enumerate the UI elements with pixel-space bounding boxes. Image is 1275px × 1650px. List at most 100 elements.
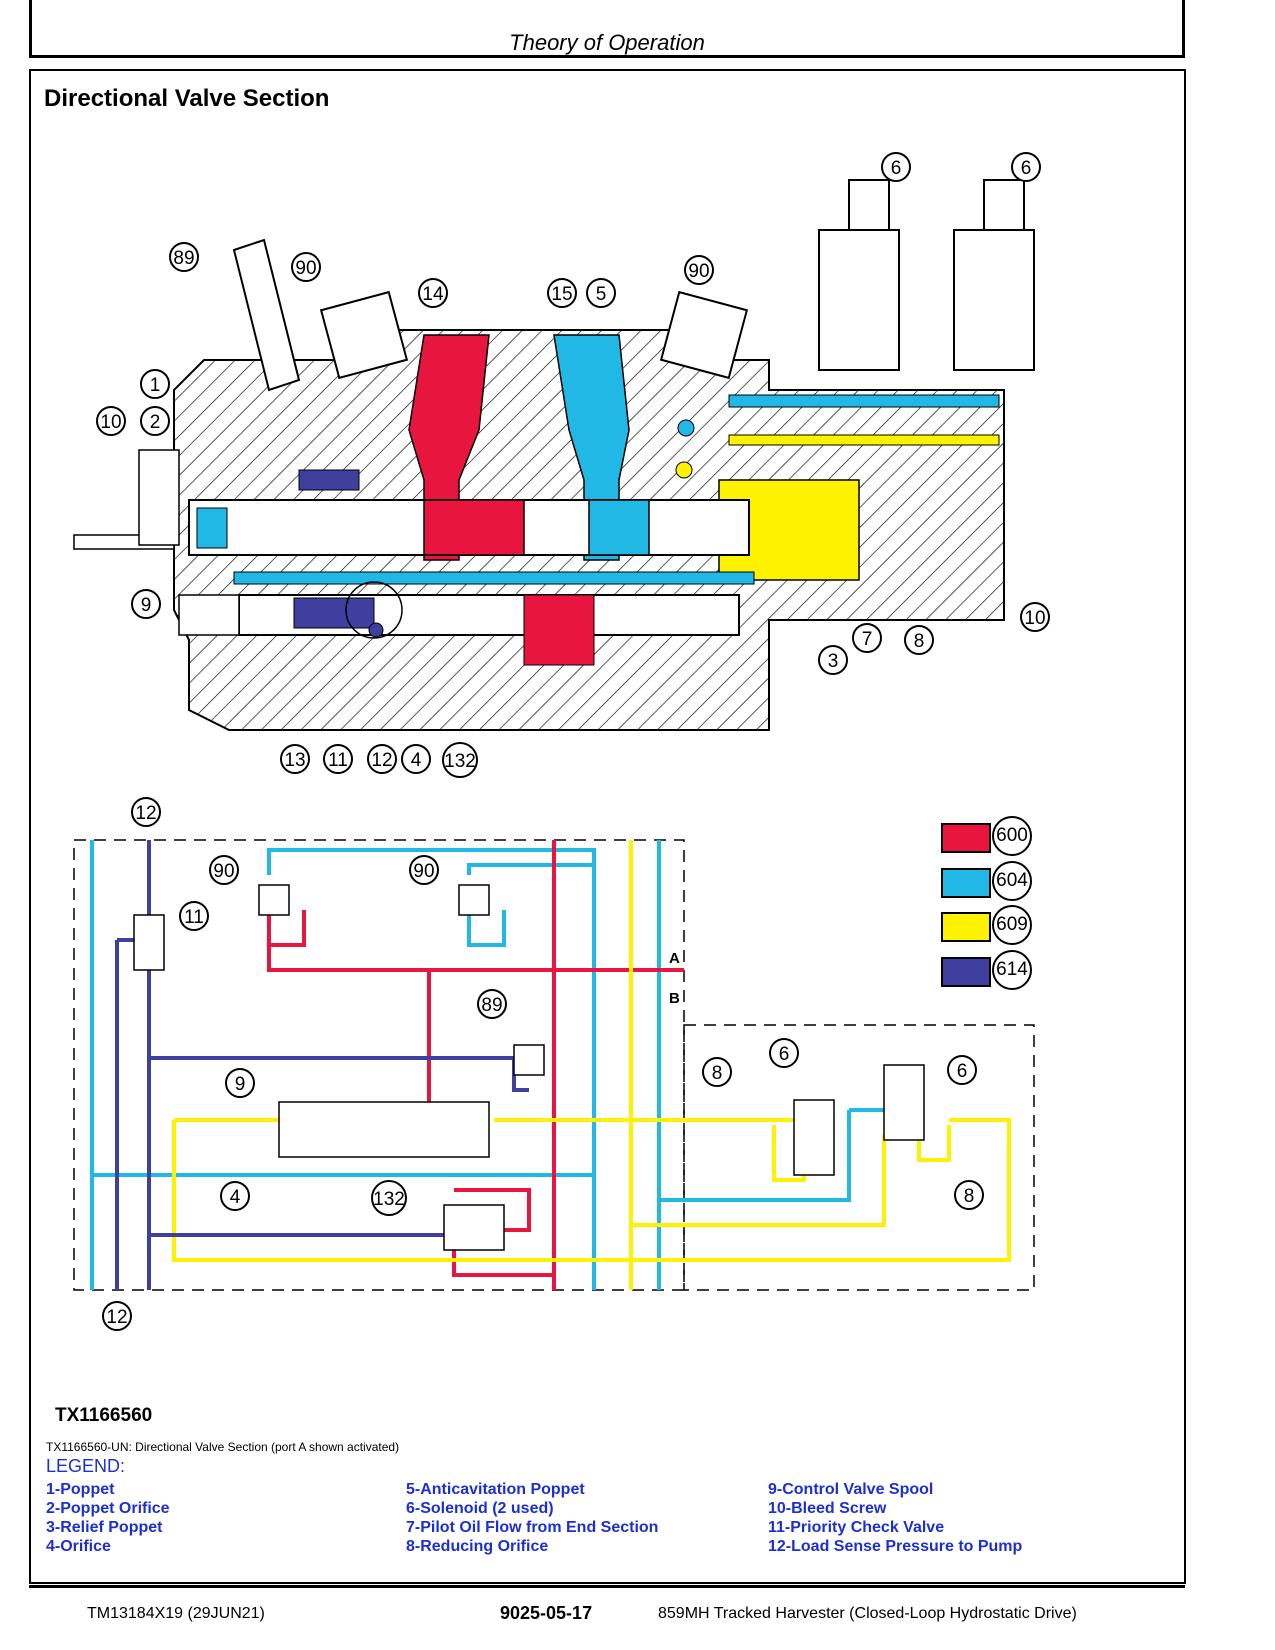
svg-text:6: 6 xyxy=(891,158,902,179)
sch-callout-8-left: 8 xyxy=(702,1057,732,1087)
callout-12: 12 xyxy=(367,744,397,774)
swatch-604 xyxy=(941,868,991,898)
svg-text:6: 6 xyxy=(1021,158,1032,179)
footer-rule xyxy=(29,1585,1185,1588)
svg-text:89: 89 xyxy=(481,995,502,1016)
legend-item: 12-Load Sense Pressure to Pump xyxy=(768,1538,1023,1555)
footer-doc: TM13184X19 (29JUN21) xyxy=(87,1605,265,1622)
legend-item: 3-Relief Poppet xyxy=(46,1519,163,1536)
svg-text:4: 4 xyxy=(230,1187,241,1208)
code-600: 600 xyxy=(992,816,1032,856)
svg-text:132: 132 xyxy=(373,1189,405,1210)
figure-id: TX1166560 xyxy=(55,1405,153,1426)
port-a-label: A xyxy=(669,950,680,967)
figure-caption: TX1166560-UN: Directional Valve Section … xyxy=(46,1440,400,1454)
svg-text:10: 10 xyxy=(1024,608,1045,629)
callout-89: 89 xyxy=(169,242,199,272)
sch-callout-89: 89 xyxy=(477,989,507,1019)
svg-text:10: 10 xyxy=(100,412,121,433)
swatch-600 xyxy=(941,823,991,853)
legend-column-2: 5-Anticavitation Poppet 6-Solenoid (2 us… xyxy=(406,1480,658,1556)
sch-callout-8-right: 8 xyxy=(954,1180,984,1210)
legend-title: LEGEND: xyxy=(46,1456,126,1476)
svg-text:9: 9 xyxy=(141,595,152,616)
svg-text:12: 12 xyxy=(135,803,156,824)
callout-10-left: 10 xyxy=(96,406,126,436)
callout-8: 8 xyxy=(904,625,934,655)
callout-90-right: 90 xyxy=(684,255,714,285)
header-bottom-rule xyxy=(29,55,1185,58)
sch-callout-9: 9 xyxy=(225,1068,255,1098)
legend-item: 1-Poppet xyxy=(46,1481,115,1498)
callout-13: 13 xyxy=(280,744,310,774)
sch-callout-6-left: 6 xyxy=(769,1038,799,1068)
swatch-609 xyxy=(941,912,991,942)
port-b-label: B xyxy=(669,990,680,1007)
svg-text:8: 8 xyxy=(964,1186,975,1207)
legend-item: 11-Priority Check Valve xyxy=(768,1519,945,1536)
legend-item: 7-Pilot Oil Flow from End Section xyxy=(406,1519,659,1536)
sch-callout-90-left: 90 xyxy=(209,855,239,885)
footer-page-number: 9025-05-17 xyxy=(500,1603,593,1623)
svg-text:11: 11 xyxy=(184,907,204,928)
svg-text:12: 12 xyxy=(371,750,392,771)
callout-90-left: 90 xyxy=(291,252,321,282)
legend-item: 9-Control Valve Spool xyxy=(768,1481,934,1498)
svg-text:12: 12 xyxy=(106,1307,127,1328)
valve-diagram: A B 89 90 14 15 5 90 6 6 1 2 10 9 10 7 8… xyxy=(73,152,1050,1331)
svg-text:8: 8 xyxy=(914,631,925,652)
callout-3: 3 xyxy=(818,645,848,675)
callout-2: 2 xyxy=(140,406,170,436)
callout-11: 11 xyxy=(323,744,353,774)
legend-item: 4-Orifice xyxy=(46,1538,111,1555)
section-title: Directional Valve Section xyxy=(44,85,330,112)
callout-7: 7 xyxy=(852,623,882,653)
svg-text:89: 89 xyxy=(173,248,194,269)
svg-text:6: 6 xyxy=(957,1061,968,1082)
svg-text:6: 6 xyxy=(779,1044,790,1065)
svg-text:15: 15 xyxy=(551,284,572,305)
sch-callout-132: 132 xyxy=(371,1180,407,1216)
valve-cross-section xyxy=(73,179,1035,731)
svg-text:2: 2 xyxy=(150,412,161,433)
legend-column-3: 9-Control Valve Spool 10-Bleed Screw 11-… xyxy=(768,1480,1022,1556)
sch-callout-12-top: 12 xyxy=(131,797,161,827)
header-right-rule xyxy=(1182,0,1185,57)
running-head: Theory of Operation xyxy=(509,30,705,55)
svg-text:4: 4 xyxy=(411,750,422,771)
callout-14: 14 xyxy=(418,278,448,308)
svg-text:90: 90 xyxy=(688,261,709,282)
callout-9: 9 xyxy=(131,589,161,619)
callout-132: 132 xyxy=(442,742,478,778)
svg-text:5: 5 xyxy=(596,284,607,305)
callout-6-right: 6 xyxy=(1011,152,1041,182)
sch-callout-12-bottom: 12 xyxy=(102,1301,132,1331)
callout-10-right: 10 xyxy=(1020,602,1050,632)
callout-5: 5 xyxy=(586,278,616,308)
svg-text:90: 90 xyxy=(213,861,234,882)
svg-text:90: 90 xyxy=(295,258,316,279)
sch-callout-6-right: 6 xyxy=(947,1055,977,1085)
hydraulic-schematic xyxy=(73,839,1035,1291)
figure-frame xyxy=(29,69,1186,1584)
footer-machine: 859MH Tracked Harvester (Closed-Loop Hyd… xyxy=(658,1605,1077,1622)
svg-text:90: 90 xyxy=(413,861,434,882)
legend-item: 6-Solenoid (2 used) xyxy=(406,1500,554,1517)
legend-item: 10-Bleed Screw xyxy=(768,1500,887,1517)
svg-text:14: 14 xyxy=(422,284,444,305)
sch-callout-90-right: 90 xyxy=(409,855,439,885)
svg-text:3: 3 xyxy=(828,651,839,672)
callout-1: 1 xyxy=(140,369,170,399)
legend-item: 2-Poppet Orifice xyxy=(46,1500,170,1517)
svg-text:9: 9 xyxy=(235,1074,246,1095)
svg-text:1: 1 xyxy=(150,375,161,396)
legend-column-1: 1-Poppet 2-Poppet Orifice 3-Relief Poppe… xyxy=(46,1480,170,1556)
svg-text:13: 13 xyxy=(284,750,305,771)
sch-callout-4: 4 xyxy=(220,1181,250,1211)
legend-item: 8-Reducing Orifice xyxy=(406,1538,549,1555)
sch-callout-11: 11 xyxy=(179,901,209,931)
svg-text:11: 11 xyxy=(328,750,348,771)
header-left-rule xyxy=(29,0,32,57)
swatch-614 xyxy=(941,957,991,987)
code-614: 614 xyxy=(992,950,1032,990)
